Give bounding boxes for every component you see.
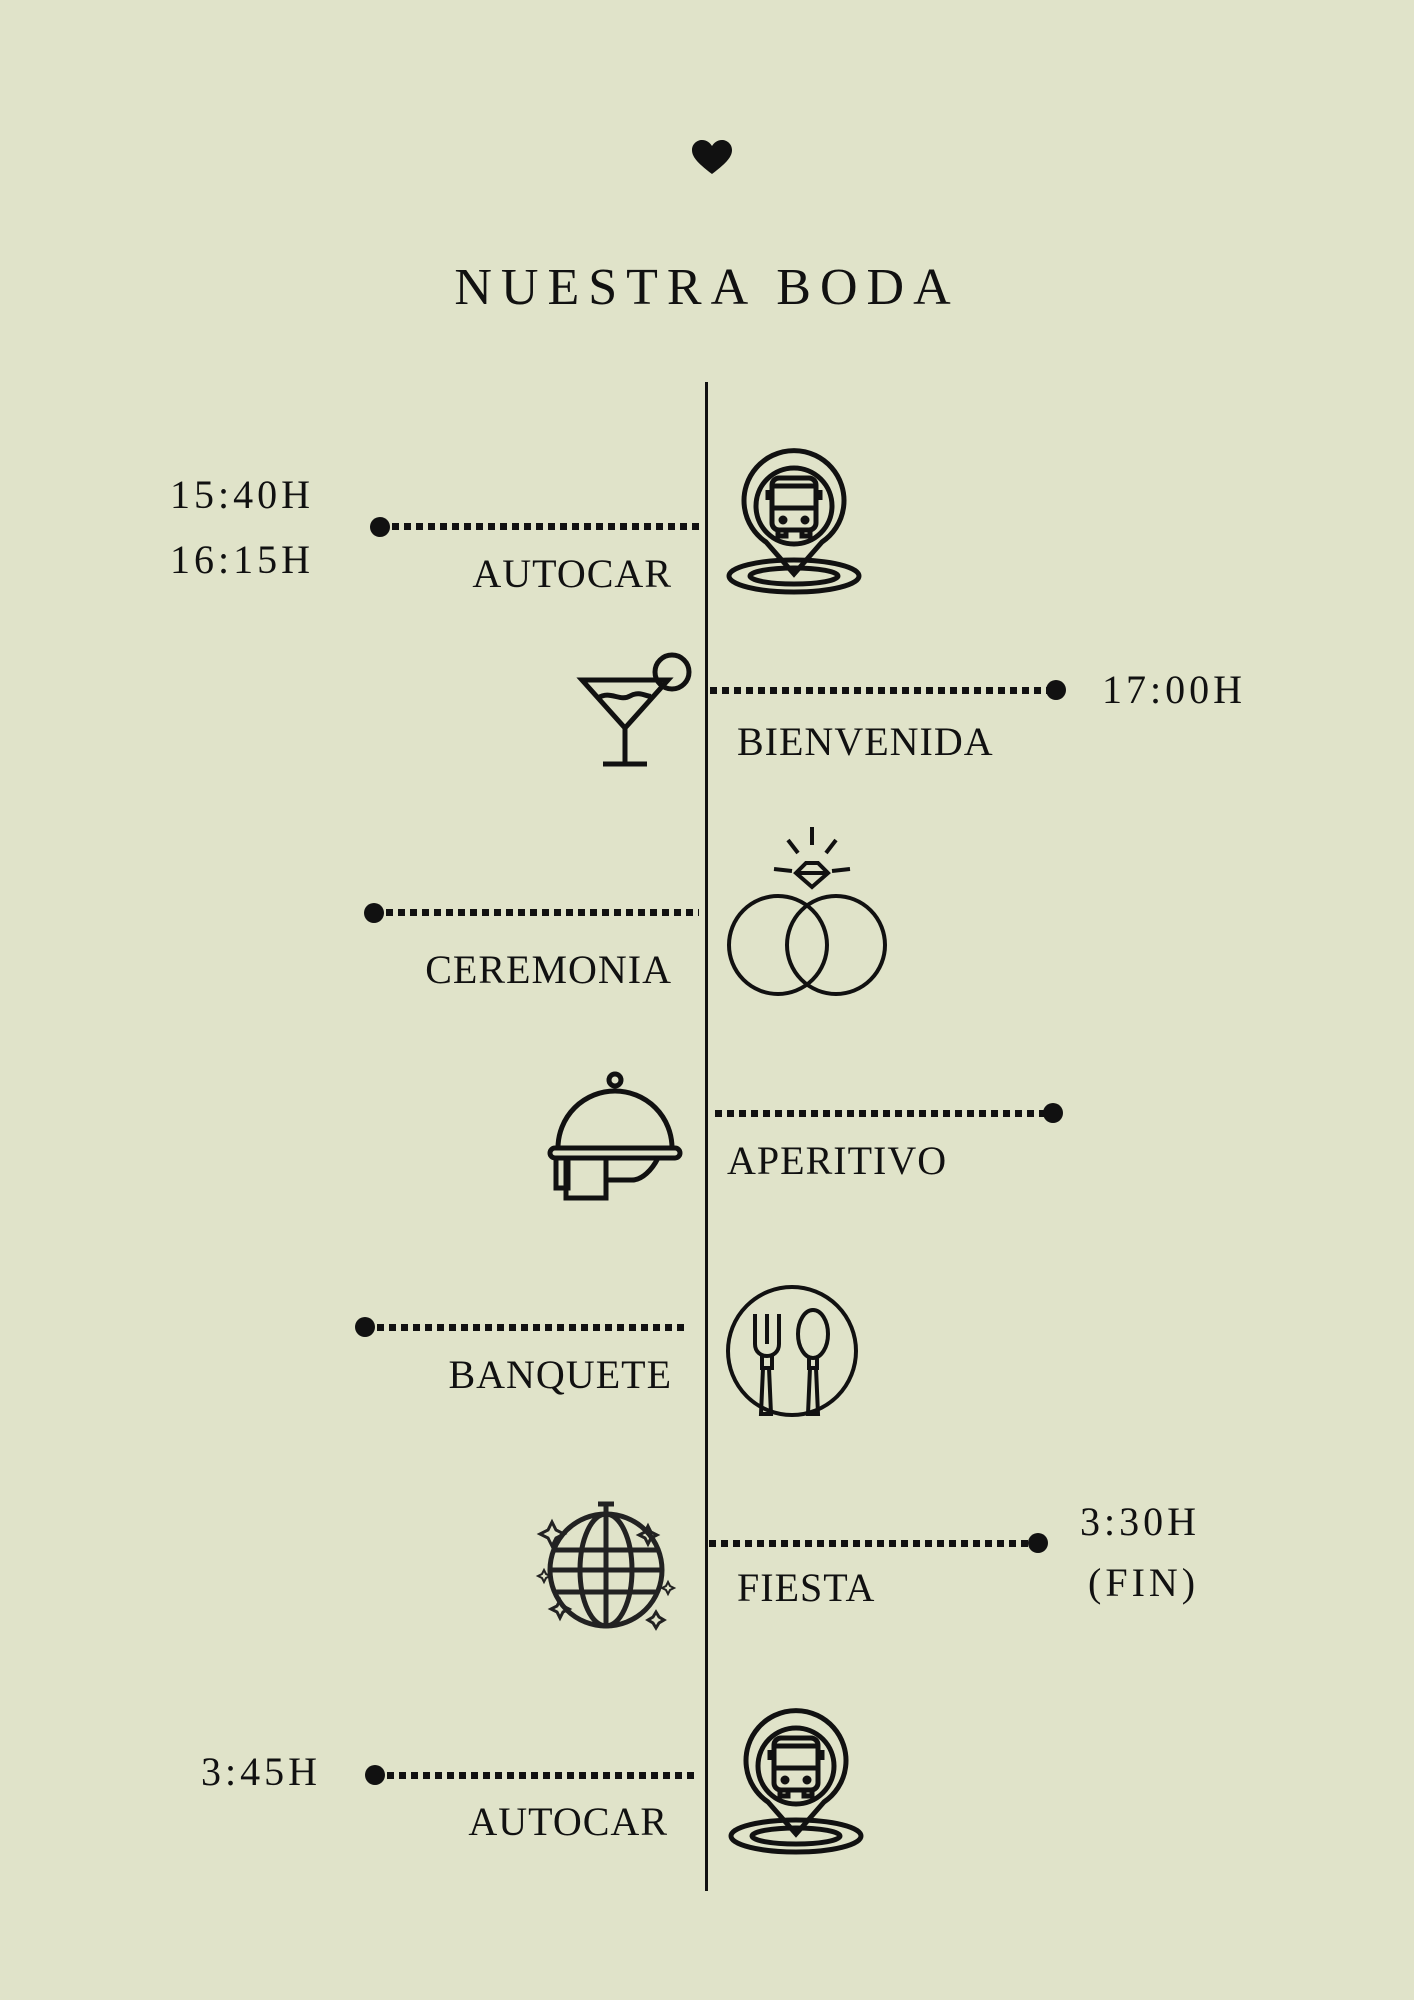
time-end: 16:15H [170, 537, 314, 582]
heart-icon [692, 140, 732, 174]
time-start: 15:40H [170, 472, 314, 517]
dotted-connector [709, 1540, 1031, 1547]
page-title: NUESTRA BODA [454, 259, 960, 316]
bus-location-icon [728, 1708, 864, 1855]
wedding-rings-icon [727, 827, 887, 996]
timeline-dot [370, 517, 390, 537]
dotted-connector [386, 909, 699, 916]
timeline-dot [365, 1765, 385, 1785]
dotted-connector [387, 1772, 699, 1779]
time-start: 3:45H [201, 1749, 321, 1794]
event-label: CEREMONIA [425, 947, 672, 992]
cloche-icon [547, 1071, 683, 1201]
event-label: BIENVENIDA [737, 719, 994, 764]
bus-location-icon [726, 448, 862, 595]
cocktail-icon [576, 652, 692, 767]
event-label: AUTOCAR [472, 551, 672, 596]
timeline-axis [705, 382, 708, 1891]
dotted-connector [710, 687, 1050, 694]
timeline-dot [364, 903, 384, 923]
event-label: BANQUETE [448, 1352, 672, 1397]
timeline-dot [1043, 1103, 1063, 1123]
timeline-dot [355, 1317, 375, 1337]
fork-spoon-plate-icon [726, 1285, 858, 1417]
dotted-connector [715, 1110, 1051, 1117]
dotted-connector [377, 1324, 688, 1331]
timeline-dot [1028, 1533, 1048, 1553]
time-start: 17:00H [1102, 667, 1246, 712]
timeline-dot [1046, 680, 1066, 700]
time-note: (FIN) [1088, 1560, 1200, 1605]
disco-ball-icon [535, 1501, 677, 1631]
event-label: AUTOCAR [468, 1799, 668, 1844]
event-label: FIESTA [737, 1565, 876, 1610]
dotted-connector [392, 523, 704, 530]
event-label: APERITIVO [727, 1138, 948, 1183]
time-end: 3:30H [1080, 1499, 1200, 1544]
